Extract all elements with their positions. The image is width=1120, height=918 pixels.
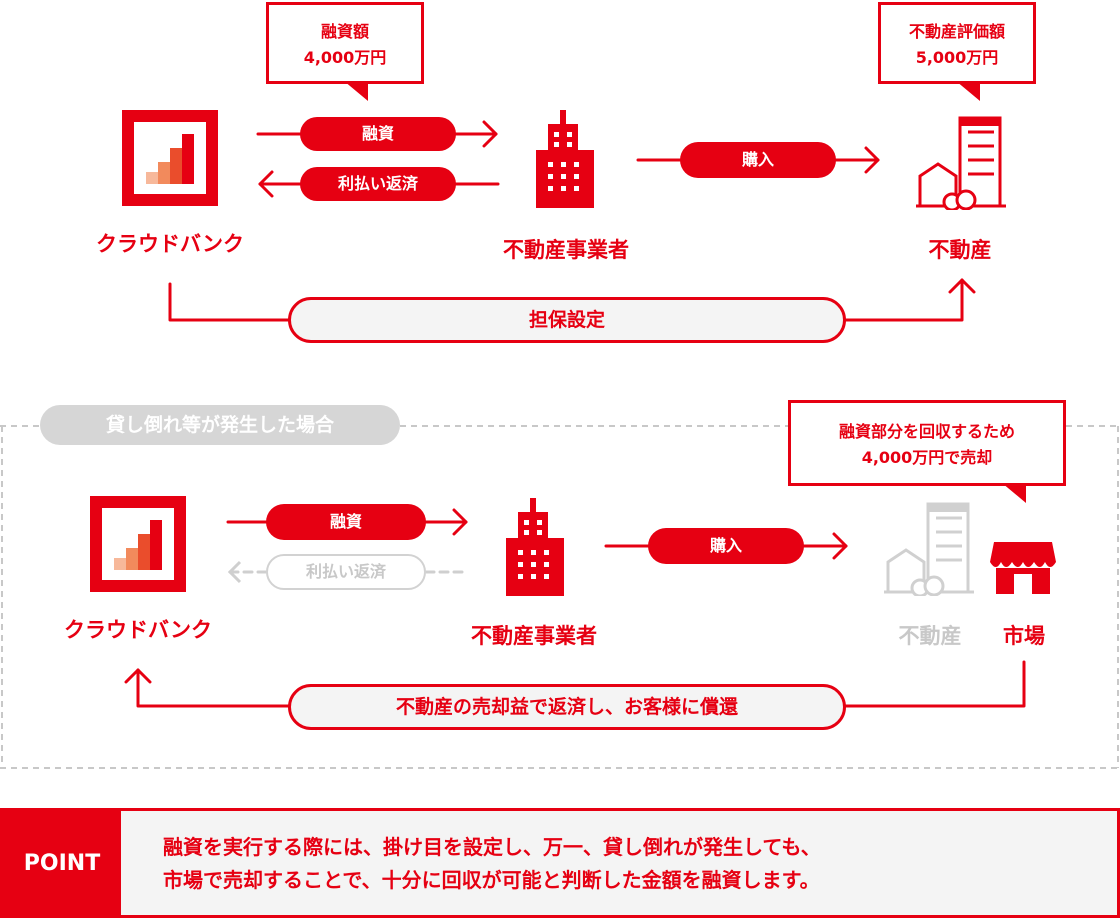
default-case-tag: 貸し倒れ等が発生した場合	[40, 405, 400, 445]
real-estate-icon	[884, 502, 974, 596]
point-label: POINT	[3, 811, 121, 915]
point-text: 融資を実行する際には、掛け目を設定し、万一、貸し倒れが発生しても、 市場で売却す…	[163, 831, 821, 897]
property-value-callout: 不動産評価額 5,000万円	[878, 2, 1036, 84]
repay-redeem-pill: 不動産の売却益で返済し、お客様に償還	[288, 684, 846, 730]
property-value-amount: 5,000万円	[915, 48, 999, 67]
purchase-pill: 購入	[648, 528, 804, 564]
real-estate-business-label: 不動産事業者	[471, 624, 597, 648]
loan-amount-value: 4,000万円	[303, 48, 387, 67]
callout-tail	[344, 81, 368, 101]
collateral-setting-pill: 担保設定	[288, 297, 846, 343]
callout-tail	[1002, 483, 1026, 503]
real-estate-icon	[916, 116, 1006, 210]
loan-amount-title: 融資額	[320, 22, 369, 41]
crowdbank-logo-icon	[122, 110, 218, 206]
real-estate-business-label: 不動産事業者	[503, 238, 629, 262]
sale-callout-line1: 融資部分を回収するため	[838, 422, 1015, 441]
callout-tail	[956, 81, 980, 101]
loan-pill: 融資	[300, 117, 456, 151]
loan-pill: 融資	[266, 504, 426, 540]
loan-amount-callout: 融資額 4,000万円	[266, 2, 424, 84]
point-line-2: 市場で売却することで、十分に回収が可能と判断した金額を融資します。	[163, 868, 820, 892]
crowdbank-logo-icon	[90, 496, 186, 592]
sale-callout-line2: 4,000万円で売却	[861, 448, 993, 467]
market-store-icon	[990, 542, 1056, 594]
market-label: 市場	[1003, 624, 1045, 648]
point-line-1: 融資を実行する際には、掛け目を設定し、万一、貸し倒れが発生しても、	[163, 835, 821, 859]
office-building-icon	[536, 110, 594, 208]
office-building-icon	[506, 498, 564, 596]
purchase-pill: 購入	[680, 142, 836, 178]
crowdbank-label: クラウドバンク	[95, 232, 245, 256]
interest-repayment-pill-inactive: 利払い返済	[266, 554, 426, 590]
property-label-inactive: 不動産	[898, 624, 962, 648]
interest-repayment-pill: 利払い返済	[300, 167, 456, 201]
point-box: POINT 融資を実行する際には、掛け目を設定し、万一、貸し倒れが発生しても、 …	[0, 808, 1120, 918]
property-value-title: 不動産評価額	[908, 22, 1005, 41]
crowdbank-label: クラウドバンク	[63, 618, 213, 642]
property-label: 不動産	[928, 238, 992, 262]
sale-callout: 融資部分を回収するため 4,000万円で売却	[788, 400, 1066, 486]
